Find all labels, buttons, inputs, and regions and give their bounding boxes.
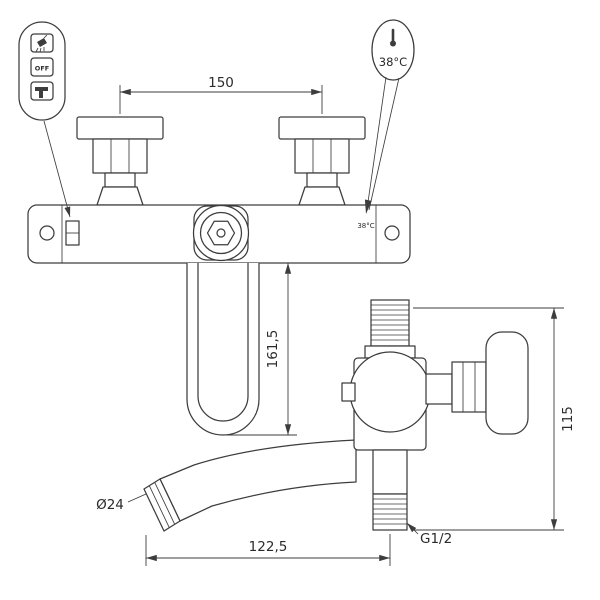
thread-leader-line [406,522,419,535]
knob-center-dot [216,228,226,238]
mode-off: OFF [30,57,54,77]
shower-icon [35,34,48,53]
mode-spout [30,81,54,101]
aerator-hatch [154,482,176,525]
fitting-neck-right [306,172,338,188]
spout-inner-line [197,262,249,422]
shower-arm [43,34,48,39]
cartridge-cap [349,351,431,433]
callout-control-modes: OFF [18,21,71,218]
hex-nut-left [92,138,148,174]
tap-icon [35,87,48,98]
callout-tail [366,76,400,211]
spout-side: Ø24 [96,439,357,532]
fitting-base-left [96,186,144,206]
dimension-161-5: 161,5 [225,262,297,436]
bottom-outlet: G1/2 [372,449,452,547]
mode-box [30,81,54,101]
aerator-leader-line [127,493,147,503]
center-knob [192,204,250,262]
aerator-band [143,478,181,532]
handle-shaft [425,373,453,405]
mode-box [30,33,54,53]
callout-pill [18,21,66,121]
diverter-control [65,220,80,246]
wall-fitting-right [278,116,366,206]
callout-temperature: 38°C [364,19,415,214]
dimension-label: 122,5 [249,539,288,555]
aerator-hatch [148,485,170,528]
hex-nut-right [294,138,350,174]
thermometer-bulb [390,40,396,47]
off-label: OFF [35,65,49,73]
threaded-pipe-top [370,299,410,347]
spout-front [186,262,260,436]
callout-leader-line [43,120,71,218]
temperature-handle [425,331,529,435]
tap-glyph [35,87,48,98]
callout-tail-arrow [364,199,372,214]
shower-outlet-top [364,299,416,359]
escutcheon-right [278,116,366,140]
aerator [143,478,181,532]
end-screw-left [39,225,55,241]
dimension-115: 115 [413,307,576,531]
outlet-pipe [372,449,408,495]
shower-head [37,38,47,47]
spout-profile [159,439,357,522]
mode-shower [30,33,54,53]
aerator-diameter-label: Ø24 [96,497,124,513]
handle-knob [485,331,529,435]
spray-line [35,47,39,53]
wall-fitting-left [76,116,164,206]
dimension-150: 150 [119,75,323,114]
handle-hex-adapter [451,361,487,413]
spray-line [39,47,42,53]
outlet-thread-label: G1/2 [420,531,452,547]
callout-balloon [371,19,415,81]
front-view: 38°C 150 161,5 [27,75,411,436]
spout-outline [186,263,260,436]
knob-hex-socket [206,220,236,246]
dimension-122-5: 122,5 [145,534,391,566]
knob-outer-circle [192,204,250,262]
temp-marking-text: 38°C [357,222,374,230]
body-notch [341,382,356,402]
thread-hatching-top [371,304,409,341]
knob-inner-circle [199,211,243,255]
temperature-label: 38°C [379,55,407,69]
escutcheon-left [76,116,164,140]
dimension-label: 150 [208,75,234,91]
side-view: Ø24 [96,299,576,566]
dimension-label: 161,5 [265,330,281,369]
mode-box [30,57,54,77]
dimension-label: 115 [560,406,576,432]
thread-hatching-bottom [373,498,407,525]
end-screw-right [384,225,400,241]
fitting-neck-left [104,172,136,188]
fitting-base-right [298,186,346,206]
thermometer-icon [390,28,396,47]
